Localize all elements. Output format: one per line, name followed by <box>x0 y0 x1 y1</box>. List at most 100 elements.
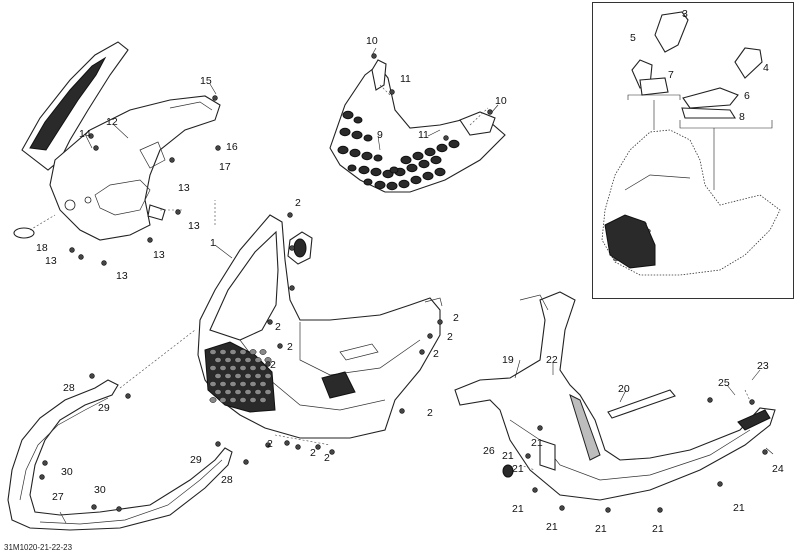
fastener-screw <box>91 504 97 510</box>
mesh-cell <box>214 389 222 395</box>
callout-label: 19 <box>502 354 514 366</box>
fastener-screw <box>125 393 131 399</box>
fastener-screw <box>762 449 768 455</box>
fastener-screw <box>427 333 433 339</box>
mesh-cell <box>209 381 217 387</box>
fastener-screw <box>295 444 301 450</box>
callout-label: 1 <box>210 237 216 249</box>
callout-label: 7 <box>668 69 674 81</box>
callout-label: 28 <box>63 382 75 394</box>
grille-hole <box>363 178 373 186</box>
callout-label: 13 <box>116 270 128 282</box>
grille-hole <box>386 181 398 191</box>
mesh-cell <box>224 373 232 379</box>
grille-hole <box>339 127 351 137</box>
mesh-cell <box>209 365 217 371</box>
fastener-screw <box>532 487 538 493</box>
callout-label: 8 <box>739 111 745 123</box>
callout-label: 28 <box>221 474 233 486</box>
mesh-cell <box>229 349 237 355</box>
grille-hole <box>406 163 418 173</box>
leader-lines <box>59 47 774 524</box>
mesh-cell <box>259 397 267 403</box>
mesh-cell <box>264 389 272 395</box>
callout-label: 24 <box>772 463 784 475</box>
fastener-screw <box>419 349 425 355</box>
fastener-screw <box>212 95 218 101</box>
callout-label: 22 <box>546 354 558 366</box>
mesh-cell <box>254 373 262 379</box>
mesh-cell <box>219 397 227 403</box>
fastener-screw <box>537 425 543 431</box>
mesh-cell <box>259 381 267 387</box>
fastener-screw <box>657 507 663 513</box>
grille-hole <box>361 151 373 161</box>
mesh-cell <box>239 381 247 387</box>
mesh-cell <box>234 373 242 379</box>
mesh-cell <box>219 349 227 355</box>
mesh-cell <box>229 365 237 371</box>
fastener-screw <box>707 397 713 403</box>
callout-label: 2 <box>275 321 281 333</box>
part-27-front-bumper <box>7 379 233 531</box>
grille-hole <box>389 166 399 174</box>
part-9-grille-plate <box>329 59 506 193</box>
fastener-screw <box>605 507 611 513</box>
callout-label: 13 <box>178 182 190 194</box>
callout-label: 21 <box>652 523 664 535</box>
mesh-cell <box>224 357 232 363</box>
fastener-screw <box>215 145 221 151</box>
callout-label: 16 <box>226 141 238 153</box>
grille-hole <box>410 175 422 185</box>
callout-label: 2 <box>427 407 433 419</box>
fastener-screw <box>289 285 295 291</box>
fastener-screw <box>147 237 153 243</box>
callout-label: 21 <box>595 523 607 535</box>
fastener-screw <box>42 460 48 466</box>
callout-label: 6 <box>744 90 750 102</box>
fastener-screw <box>443 135 449 141</box>
fastener-screw <box>39 474 45 480</box>
mesh-cell <box>244 389 252 395</box>
fastener-screw <box>78 254 84 260</box>
mesh-cell <box>209 349 217 355</box>
mesh-cell <box>234 389 242 395</box>
mesh-cell <box>249 365 257 371</box>
callout-label: 5 <box>630 32 636 44</box>
mesh-cell <box>224 389 232 395</box>
grille-hole <box>424 147 436 157</box>
grille-hole <box>358 165 370 175</box>
mesh-cell <box>249 349 257 355</box>
callout-label: 25 <box>718 377 730 389</box>
mesh-cell <box>254 389 262 395</box>
mesh-cell <box>244 357 252 363</box>
callout-label: 2 <box>295 197 301 209</box>
callout-label: 2 <box>453 312 459 324</box>
mesh-cell <box>259 365 267 371</box>
fastener-screw <box>93 145 99 151</box>
fastener-screw <box>437 319 443 325</box>
callout-label: 11 <box>400 73 411 85</box>
callout-label: 2 <box>287 341 293 353</box>
mesh-cell <box>234 357 242 363</box>
callout-label: 21 <box>502 450 514 462</box>
callout-label: 13 <box>188 220 200 232</box>
callout-label: 2 <box>267 438 273 450</box>
callout-label: 18 <box>36 242 48 254</box>
fastener-screw <box>175 209 181 215</box>
mesh-cell <box>214 357 222 363</box>
fastener-screw <box>265 442 271 448</box>
fastener-screw <box>284 440 290 446</box>
mesh-cell <box>239 397 247 403</box>
callout-label: 15 <box>200 75 212 87</box>
callout-label: 2 <box>310 447 316 459</box>
callout-label: 13 <box>153 249 165 261</box>
mesh-cell <box>254 357 262 363</box>
grille-hole <box>398 179 410 189</box>
mesh-cell <box>264 373 272 379</box>
fastener-screw <box>69 247 75 253</box>
callout-label: 26 <box>483 445 495 457</box>
part-19-side-panel <box>454 291 776 501</box>
callout-label: 3 <box>682 8 688 20</box>
